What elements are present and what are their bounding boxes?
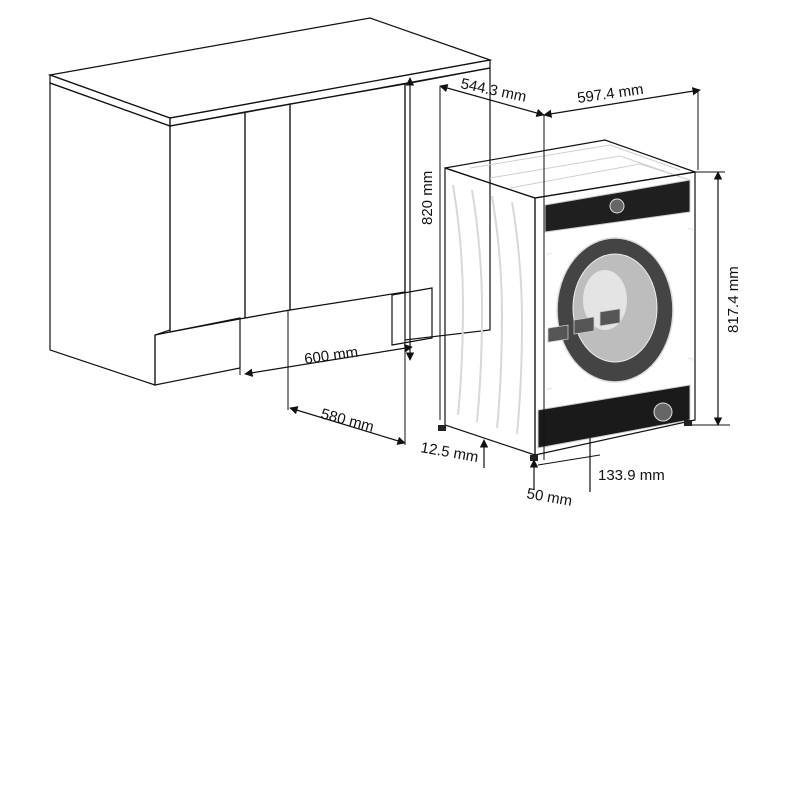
- label-cabinet-height: 820 mm: [419, 171, 436, 225]
- cabinet-plinth-left: [154, 317, 241, 386]
- drain-pump-cap: [653, 402, 673, 422]
- cabinet-right-side: [404, 67, 491, 341]
- cabinet-opening-inner: [289, 83, 406, 311]
- dimension-lines: [239, 77, 730, 492]
- dimension-labels: 820 mm 600 mm 580 mm 544.3 mm 597.4 mm 8…: [303, 75, 742, 510]
- svg-text:¬: ¬: [687, 354, 693, 365]
- countertop-top: [47, 17, 493, 119]
- label-kickplate-offset: 133.9 mm: [598, 467, 665, 484]
- program-knob: [609, 198, 625, 214]
- cabinet-front-door: [169, 111, 246, 333]
- label-cabinet-width: 600 mm: [303, 344, 359, 368]
- svg-text:⌐: ⌐: [547, 249, 553, 260]
- label-machine-height: 817.4 mm: [725, 266, 742, 333]
- cabinet-opening-back: [244, 103, 291, 319]
- countertop-right-edge: [169, 59, 491, 127]
- cabinet-plinth-right: [391, 287, 433, 346]
- svg-text:¬: ¬: [687, 224, 693, 235]
- svg-text:⌐: ⌐: [547, 384, 553, 395]
- machine-front: [534, 171, 696, 456]
- cabinet-left-side: [49, 82, 171, 386]
- label-foot-offset: 50 mm: [525, 485, 573, 510]
- label-cabinet-depth: 580 mm: [319, 405, 376, 435]
- label-foot-gap: 12.5 mm: [419, 439, 479, 466]
- label-machine-width: 597.4 mm: [576, 81, 644, 107]
- washing-machine: ⌐ ¬ ⌐ ¬: [438, 139, 696, 461]
- countertop-front-edge: [49, 74, 171, 127]
